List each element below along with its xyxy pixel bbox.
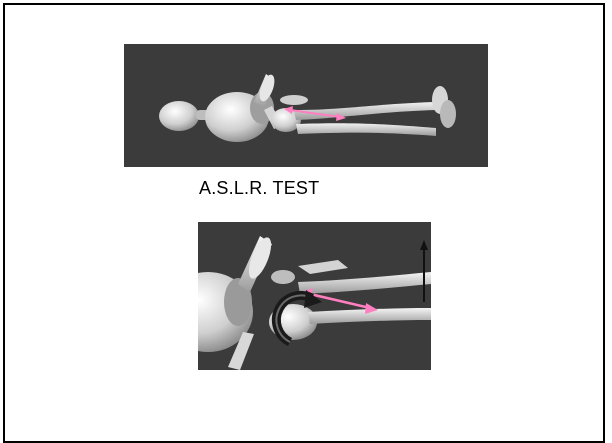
full-body-figure-image (124, 44, 488, 167)
mannequin-closeup-icon (198, 222, 431, 370)
closeup-figure-image (198, 222, 431, 370)
mannequin-full-icon (124, 44, 488, 167)
test-caption: A.S.L.R. TEST (199, 178, 319, 199)
